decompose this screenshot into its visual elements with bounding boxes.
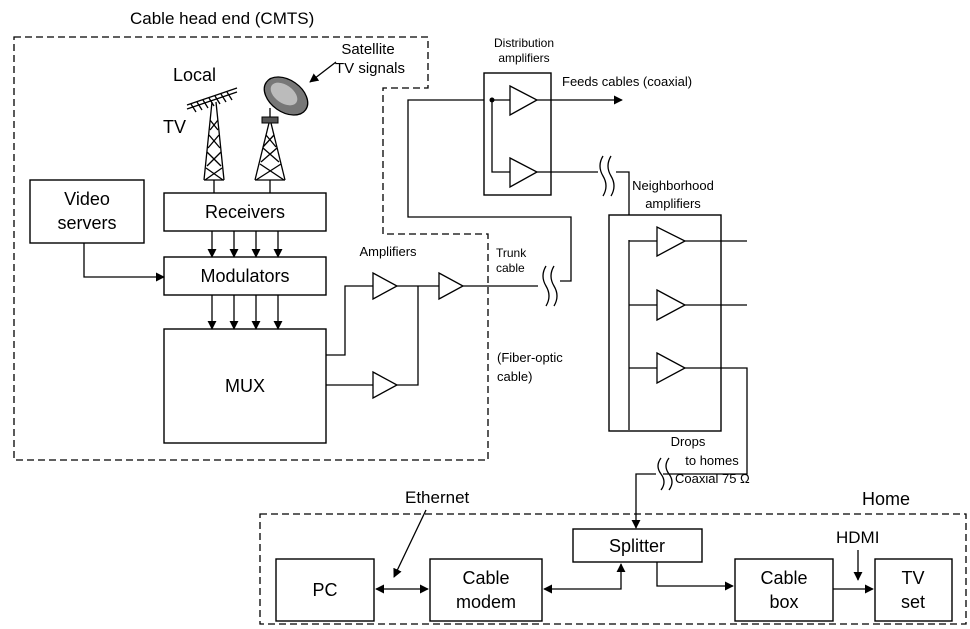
fiber-label-1: (Fiber-optic [497, 350, 563, 365]
feeds-label: Feeds cables (coaxial) [562, 74, 692, 89]
cable-box [734, 558, 834, 622]
mux-label: MUX [225, 376, 265, 396]
modulators-label: Modulators [200, 266, 289, 286]
pc-label: PC [312, 580, 337, 600]
amp2-to-amp3-line [397, 286, 419, 386]
mux-to-amp1-line [326, 285, 373, 356]
trunk-break-1 [542, 265, 550, 307]
cable-box-label-1: Cable [760, 568, 807, 588]
amplifiers-label: Amplifiers [359, 244, 417, 259]
headend-title: Cable head end (CMTS) [130, 9, 314, 28]
tv-set-label-1: TV [901, 568, 924, 588]
neighborhood-amplifier-2 [656, 288, 687, 322]
tv-set-label-2: set [901, 592, 925, 612]
drop-to-splitter-arrow [631, 473, 656, 529]
hdmi-label: HDMI [836, 528, 879, 547]
satellite-signal-arrow [309, 61, 337, 83]
neighborhood-amplifier-3 [656, 351, 687, 385]
distribution-break-1 [599, 155, 607, 197]
trunk-cable-line-b [407, 99, 572, 282]
receivers-box [163, 192, 327, 232]
headend-amplifier-3 [438, 271, 465, 301]
drop-break-2 [665, 457, 673, 491]
neighborhood-amplifier-1 [656, 225, 687, 258]
mux-box [163, 328, 327, 444]
headend-boundary [13, 36, 489, 461]
headend-amplifier-2 [372, 370, 399, 400]
tv-label: TV [163, 117, 186, 137]
splitter-label: Splitter [609, 536, 665, 556]
drops-label-3: Coaxial 75 Ω [675, 471, 750, 486]
neighborhood-title-1: Neighborhood [632, 178, 714, 193]
distribution-amplifier-2 [509, 156, 539, 189]
cable-modem-box [429, 558, 543, 622]
cable-modem-label-2: modem [456, 592, 516, 612]
satellite-dish-icon [254, 76, 309, 181]
splitter-box [572, 528, 703, 563]
receivers-label: Receivers [205, 202, 285, 222]
distribution-branch-line [491, 100, 510, 173]
cable-box-label-2: box [769, 592, 798, 612]
headend-amplifier-1 [372, 271, 399, 301]
video-servers-label-2: servers [57, 213, 116, 233]
modem-splitter-link [543, 563, 626, 594]
pc-box [275, 558, 375, 622]
drop-line-to-home [663, 367, 748, 475]
video-servers-label-1: Video [64, 189, 110, 209]
ethernet-label: Ethernet [405, 488, 470, 507]
video-servers-to-modulators-arrow [83, 243, 165, 282]
neighborhood-title-2: amplifiers [645, 196, 701, 211]
video-servers-box [29, 179, 145, 244]
ethernet-pointer-arrow [393, 509, 427, 578]
receivers-to-modulators-arrows [207, 231, 283, 258]
satellite-label-1: Satellite [341, 41, 394, 58]
distribution-amplifier-1 [509, 84, 539, 117]
drops-label-2: to homes [685, 453, 739, 468]
trunk-label-2: cable [496, 261, 525, 275]
distribution-title-2: amplifiers [498, 51, 549, 65]
fiber-label-2: cable) [497, 369, 532, 384]
trunk-label-1: Trunk [496, 246, 527, 260]
tv-set-box [874, 558, 953, 622]
distribution-title-1: Distribution [494, 36, 554, 50]
splitter-to-cable-box-arrow [656, 562, 734, 591]
home-boundary [259, 513, 967, 625]
drops-label-1: Drops [671, 434, 706, 449]
modulators-to-mux-arrows [207, 295, 283, 330]
satellite-label-2: TV signals [335, 60, 405, 77]
cable-modem-label-1: Cable [462, 568, 509, 588]
distribution-break-2 [607, 155, 615, 197]
local-label: Local [173, 65, 216, 85]
trunk-break-2 [550, 265, 558, 307]
home-title: Home [862, 489, 910, 509]
drop-break-1 [657, 457, 665, 491]
tv-antenna-icon [186, 87, 238, 181]
